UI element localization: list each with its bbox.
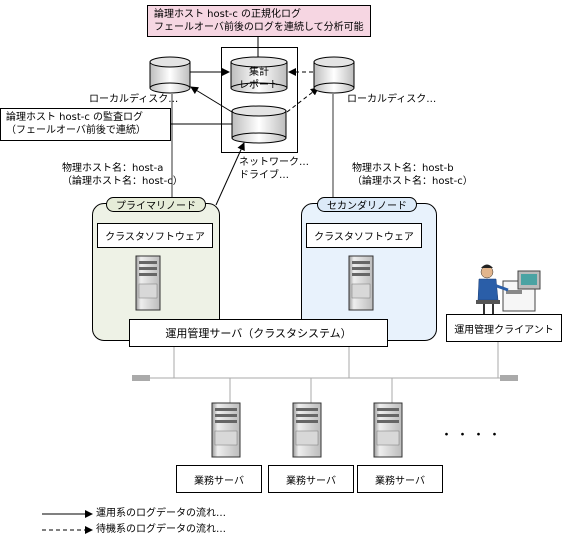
lan-terminator-right — [500, 375, 518, 381]
secondary-cluster-software: クラスタソフトウェア — [306, 223, 422, 248]
legend-standby-label: 待機系のログデータの流れ… — [96, 524, 226, 535]
business-server-1-label: 業務サーバ — [176, 465, 262, 493]
legend-active-label: 運用系のログデータの流れ… — [96, 508, 226, 519]
normalized-log-callout: 論理ホスト host-c の正規化ログ フェールオーバ前後のログを連続して分析可… — [147, 5, 371, 37]
local-disk-right-label: ローカルディスク… — [347, 94, 437, 105]
ops-management-server: 運用管理サーバ（クラスタシステム） — [129, 319, 388, 347]
primary-cluster-software: クラスタソフトウェア — [97, 223, 213, 248]
local-disk-left-icon — [149, 56, 191, 94]
local-disk-left-label: ローカルディスク… — [89, 94, 179, 105]
report-label: 集計 レポート — [239, 67, 279, 91]
business-server-3-icon — [373, 402, 403, 458]
storage-frame — [221, 47, 298, 153]
more-servers-ellipsis: ・・・・ — [440, 428, 505, 443]
report-icon — [230, 56, 288, 94]
business-server-1-icon — [211, 402, 241, 458]
arrow-network-to-left-disk — [190, 86, 233, 113]
secondary-node-tag: セカンダリノード — [317, 197, 417, 212]
log-callout-line1: 論理ホスト host-c の正規化ログ — [154, 9, 302, 20]
primary-host-names: 物理ホスト名：host-a （論理ホスト名：host-c） — [62, 163, 183, 187]
primary-node-tag: プライマリノード — [106, 197, 206, 212]
primary-server-icon — [135, 255, 161, 311]
audit-log-callout: 論理ホスト host-c の監査ログ （フェールオーバ前後で連続） — [0, 108, 171, 141]
audit-callout-line1: 論理ホスト host-c の監査ログ — [6, 112, 144, 123]
audit-callout-line2: （フェールオーバ前後で連続） — [6, 125, 146, 136]
business-server-2-label: 業務サーバ — [268, 465, 354, 493]
log-callout-line2: フェールオーバ前後のログを連続して分析可能 — [154, 22, 364, 33]
ops-management-client: 運用管理クライアント — [446, 314, 562, 342]
secondary-host-names: 物理ホスト名：host-b （論理ホスト名：host-c） — [352, 163, 473, 187]
network-drive-icon — [231, 105, 287, 144]
business-server-3-label: 業務サーバ — [357, 465, 443, 493]
network-drive-label: ネットワーク… ドライブ… — [239, 157, 309, 181]
arrow-primary-to-network — [215, 142, 245, 206]
secondary-server-icon — [348, 255, 374, 311]
business-server-2-icon — [292, 402, 322, 458]
lan-terminator-left — [132, 375, 150, 381]
workstation-user-icon — [476, 264, 541, 314]
local-disk-right-icon — [313, 56, 355, 94]
